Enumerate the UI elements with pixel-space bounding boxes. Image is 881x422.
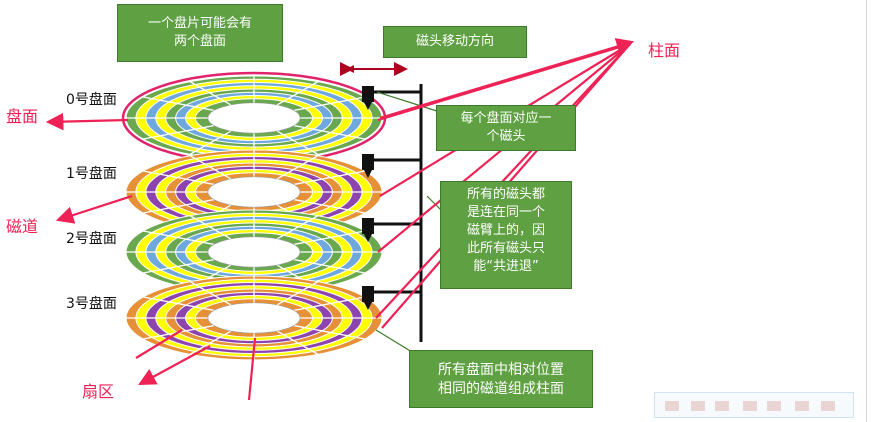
arrow-to-panmian: [45, 112, 129, 131]
platter-0-label: 0号盘面: [66, 92, 117, 108]
cylinder-line-0: [377, 42, 631, 122]
arrow-to-zhumian: [379, 38, 635, 120]
callout-head-direction: 磁头移动方向: [383, 26, 527, 58]
page-edge-divider: [866, 0, 867, 422]
platter-3-label: 3号盘面: [66, 296, 117, 312]
platter-0: [121, 71, 387, 165]
callout-cylinder: 所有盘面中相对位置 相同的磁道组成柱面: [409, 350, 593, 408]
arrow-to-cidao: [55, 194, 133, 224]
callout-shared-arm: 所有的磁头都 是连在同一个 磁臂上的，因 此所有磁头只 能“共进退”: [440, 181, 572, 289]
platter-2-label: 2号盘面: [66, 231, 117, 247]
label-shanqu: 扇区: [82, 382, 115, 401]
callout-two-surfaces: 一个盘片可能会有 两个盘面: [117, 4, 283, 62]
disk-head-icon: [362, 154, 374, 178]
sector-pointer-line-2: [135, 329, 183, 359]
sector-pointer-line: [247, 337, 257, 401]
platter-3: [125, 275, 383, 361]
label-zhumian: 柱面: [648, 41, 681, 60]
arrow-to-shanqu: [138, 345, 211, 386]
disk-head-icon: [362, 86, 374, 110]
disk-head-icon: [362, 286, 374, 310]
label-panmian: 盘面: [6, 107, 39, 126]
disk-head-icon: [362, 218, 374, 242]
platter-2: [125, 209, 383, 295]
watermark-box: [654, 392, 854, 418]
head-arm: [362, 84, 423, 342]
callout-head-per-surface: 每个盘面对应一 个磁头: [436, 105, 576, 151]
double-arrow-icon: [340, 62, 408, 76]
platter-1-label: 1号盘面: [66, 166, 117, 182]
label-cidao: 磁道: [6, 217, 39, 236]
platter-1: [125, 149, 383, 235]
